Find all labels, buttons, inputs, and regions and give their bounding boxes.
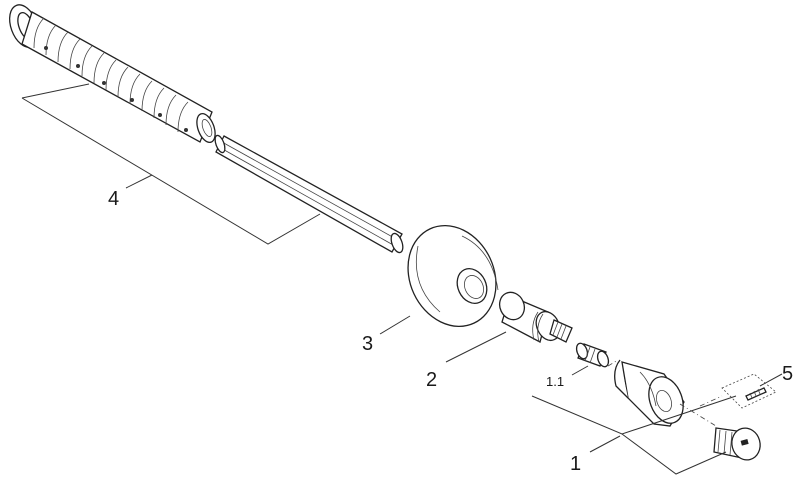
label-part-4: 4 xyxy=(108,188,119,210)
spline-adapter xyxy=(575,342,610,368)
threaded-extension-sleeve xyxy=(9,4,216,144)
label-part-1: 1 xyxy=(570,453,581,475)
valve-cartridge xyxy=(498,291,573,343)
valve-handle xyxy=(614,359,685,427)
label-part-2: 2 xyxy=(426,369,437,391)
label-part-3: 3 xyxy=(362,333,373,355)
screw-kit xyxy=(721,373,777,409)
escutcheon-rosette xyxy=(407,224,499,328)
extension-spindle-rod xyxy=(214,134,404,254)
indicator-cap xyxy=(713,427,761,461)
label-part-5: 5 xyxy=(782,363,793,385)
label-part-1-1: 1.1 xyxy=(546,374,564,389)
